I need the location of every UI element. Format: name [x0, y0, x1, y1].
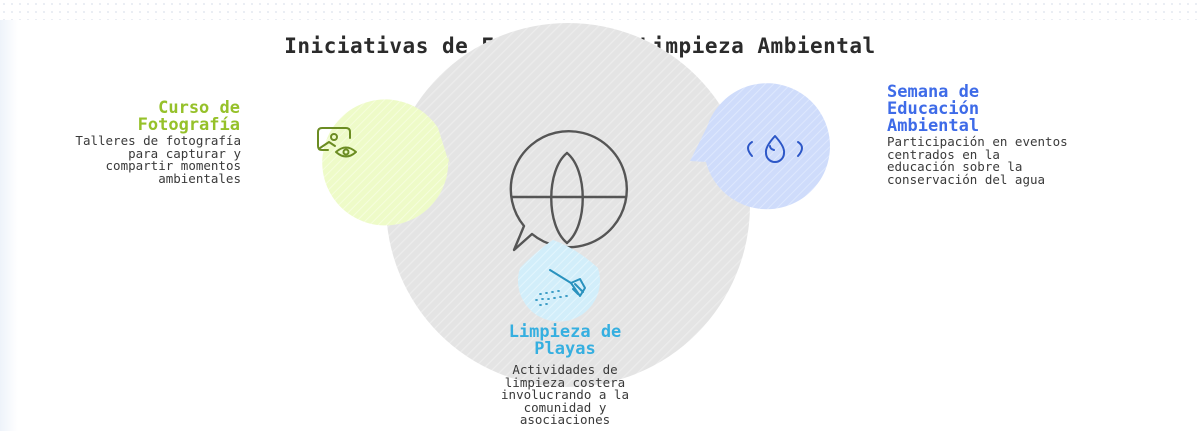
week-title-line: Semana de [887, 82, 980, 102]
photo-desc-line: para capturar y [128, 145, 241, 161]
beach-desc-line: involucrando a la [501, 387, 629, 402]
beach-desc-line: limpieza costera [504, 374, 626, 390]
week-title-line: Ambiental [887, 116, 980, 136]
beach-desc-line: Actividades de [512, 362, 618, 377]
beach-title-line: Playas [534, 339, 596, 359]
week-desc-line: educación sobre la [887, 159, 1023, 174]
water-drop-icon [747, 135, 803, 163]
photo-bubble [322, 99, 450, 226]
photo-desc-line: compartir momentos [105, 158, 241, 173]
beach-desc-line: comunidad y [523, 399, 607, 415]
beach-title-line: Limpieza de [508, 322, 622, 342]
beach-bubble [518, 240, 600, 322]
photo-desc-line: ambientales [158, 170, 241, 186]
week-bubble [690, 83, 830, 210]
week-desc-line: centrados en la [887, 146, 1000, 162]
photo-description: Talleres de fotografía para capturar y c… [0, 133, 241, 186]
photo-eye-icon [317, 127, 357, 158]
rake-icon [535, 269, 586, 306]
photo-desc-line: Talleres de fotografía [75, 133, 241, 148]
beach-desc-line: asociaciones [519, 412, 611, 427]
photo-title-line: Curso de [158, 98, 240, 118]
background-band [0, 20, 18, 431]
beach-description: Actividades de limpieza costera involucr… [440, 362, 690, 427]
center-circle [386, 23, 750, 387]
week-title-line: Educación [887, 99, 980, 119]
photo-title: Curso de Fotografía [20, 100, 240, 134]
week-desc-line: Participación en eventos [887, 134, 1068, 149]
week-title: Semana de Educación Ambiental [887, 84, 1167, 135]
photo-title-line: Fotografía [137, 115, 240, 135]
background-dots [0, 0, 1198, 20]
beach-title: Limpieza de Playas [430, 324, 700, 358]
globe-chat-icon [509, 130, 628, 252]
week-desc-line: conservación del agua [887, 171, 1046, 187]
week-description: Participación en eventos centrados en la… [887, 134, 1187, 187]
